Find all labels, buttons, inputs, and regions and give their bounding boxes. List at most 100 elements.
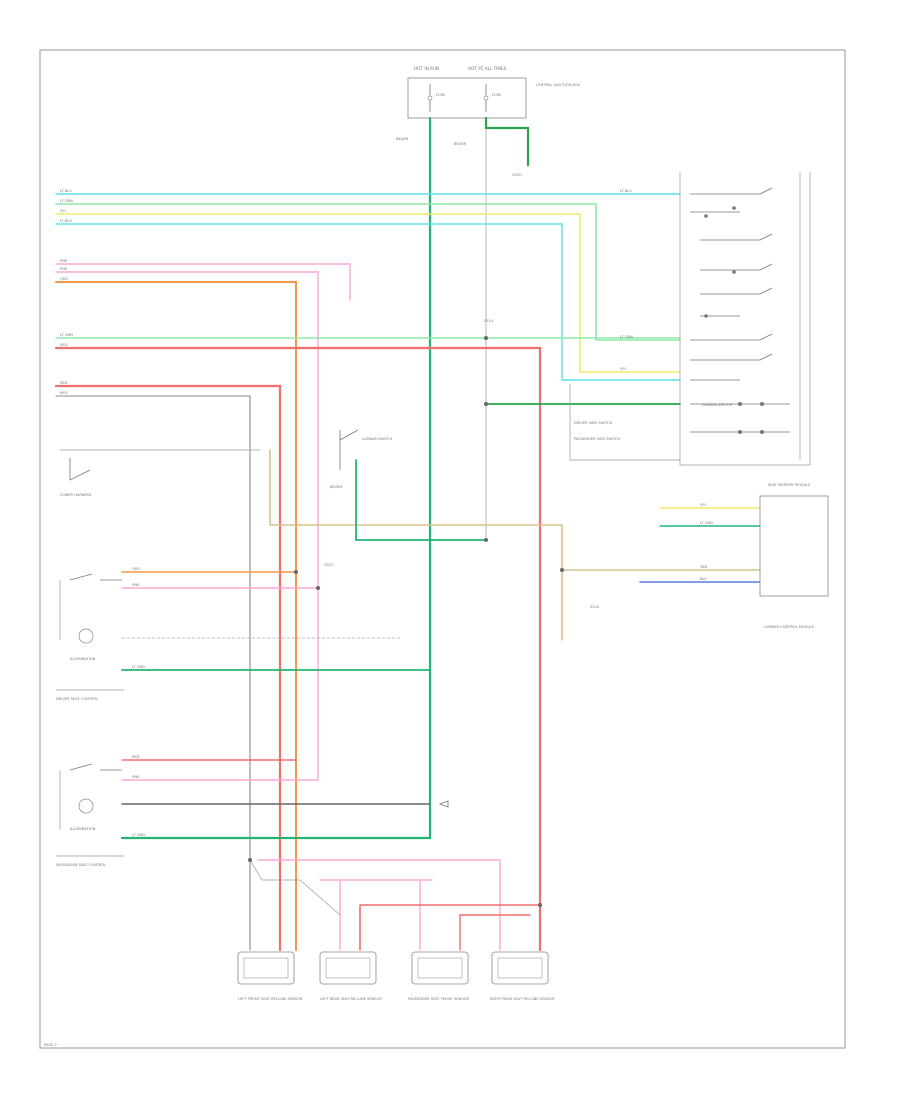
splice-s220-label: S220 — [590, 605, 600, 609]
sensor-1-box — [237, 951, 295, 985]
switch-contacts — [690, 187, 790, 433]
fuse-a-label: FUSE — [436, 93, 446, 97]
wire-green-switch — [355, 459, 487, 541]
splice-s301-label: S301 — [324, 563, 333, 567]
wire-tan — [269, 449, 761, 571]
driver-illum-lamp-icon — [78, 628, 94, 644]
label-ltgrn-module: LT GRN — [700, 521, 713, 525]
sensor-3: PASSENGER SEAT FRONT SENSOR — [408, 951, 469, 1001]
wire-pink-top — [55, 263, 351, 301]
splice-dot-3 — [484, 336, 488, 340]
seat-memory-module-label: SEAT MEMORY MODULE — [768, 483, 811, 487]
label-ltgrn-sw2: LT GRN — [132, 833, 145, 837]
fuse-top-left-label: HOT IN RUN — [414, 66, 439, 71]
label-red-3: RED — [60, 391, 68, 395]
label-ltgrn-1: LT GRN — [60, 199, 73, 203]
label-ltblu-right: LT BLU — [620, 189, 632, 193]
wire-red-bus — [359, 904, 541, 951]
driver-side-switch-label: DRIVER SIDE SWITCH — [574, 421, 613, 425]
wire-pink-bottom — [257, 859, 501, 951]
driver-switch-contact — [69, 573, 122, 581]
lumbar-component-switch — [69, 458, 91, 481]
wires — [54, 116, 761, 952]
seat-sensors: LEFT FRONT SEAT RECLINE SENSOR LEFT REAR… — [237, 951, 555, 1001]
fuse-box: HOT IN RUN HOT AT ALL TIMES CENTRAL JUNC… — [396, 66, 580, 177]
seat-memory-module: SEAT MEMORY MODULE LUMBAR CONTROL MODULE… — [590, 483, 829, 629]
switch-block-right: LUMBAR SWITCH DRIVER SIDE SWITCH PASSENG… — [569, 172, 811, 466]
lumbar-ground-label: BK/WH — [330, 485, 343, 489]
sensor-1-label: LEFT FRONT SEAT RECLINE SENSOR — [238, 997, 303, 1001]
splice-dot-4 — [294, 570, 298, 574]
fuse-wire-label: BK/WH — [396, 137, 409, 141]
sensor-4: RIGHT REAR SEAT RECLINE SENSOR — [490, 951, 555, 1001]
label-yel-right: YEL — [620, 367, 626, 371]
fuse-a-symbol — [427, 95, 433, 101]
label-pnk-1: PNK — [60, 259, 68, 263]
diagram-frame — [39, 49, 846, 1049]
passenger-seat-control-label: PASSENGER SEAT CONTROL — [56, 863, 106, 867]
passenger-illum-lamp-icon — [78, 798, 94, 814]
passenger-arrow-icon — [438, 800, 449, 808]
passenger-illum-label: ILLUMINATION — [70, 827, 96, 831]
lumbar-component: LOWER HARNESS LUMBAR SWITCH BK/WH S210 — [60, 319, 494, 497]
sensor-4-inner — [497, 957, 543, 979]
splice-dot-7 — [248, 858, 252, 862]
sensor-1-inner — [243, 957, 289, 979]
switch-contact-dot-4 — [704, 314, 708, 318]
label-pnk-2: PNK — [60, 267, 68, 271]
page-ref: PAGE 2 — [44, 1043, 57, 1047]
sensor-3-box — [411, 951, 469, 985]
driver-seat-control-label: DRIVER SEAT CONTROL — [56, 697, 98, 701]
sensor-2-box — [319, 951, 377, 985]
label-yel-module: YEL — [700, 503, 706, 507]
wire-red-s4 — [459, 914, 531, 951]
wire-pink-2 — [55, 271, 319, 781]
wire-ltgreen-2 — [55, 203, 681, 341]
fuse-top-right-label: HOT AT ALL TIMES — [468, 66, 507, 71]
fuse-box-outline — [407, 77, 527, 119]
label-ltgrn-right: LT GRN — [620, 335, 633, 339]
seat-memory-module-box — [759, 495, 829, 597]
passenger-side-switch-label: PASSENGER SIDE SWITCH — [574, 437, 621, 441]
sensor-2: LEFT REAR SEAT RECLINE SENSOR — [319, 951, 382, 1001]
label-ltblu-1: LT BLU — [60, 189, 72, 193]
left-labels: LT BLU LT GRN YEL LT BLU PNK PNK ORG LT … — [60, 189, 713, 837]
label-pnk-sw: PNK — [132, 583, 140, 587]
lumbar-switch-symbol — [339, 429, 359, 470]
fuse-b-symbol — [483, 95, 489, 101]
fuse-b-label: FUSE — [492, 93, 502, 97]
lumbar-switch-label: LUMBAR SWITCH — [362, 437, 393, 441]
sensor-4-box — [491, 951, 549, 985]
switch-contact-dot-8 — [760, 430, 764, 434]
label-tan-module: TAN — [699, 565, 707, 569]
wire-green-ground — [484, 116, 530, 167]
wire-orange-long — [55, 281, 297, 951]
switch-contact-dot-3 — [732, 270, 736, 274]
switch-contact-dot-6 — [760, 402, 764, 406]
splice-dot-1 — [484, 402, 488, 406]
label-blu-module: BLU — [700, 577, 707, 581]
label-red-1: RED — [60, 343, 68, 347]
ground-g200-label: G200 — [512, 173, 522, 177]
switch-block-outline — [679, 172, 811, 466]
label-red-2: RED — [60, 381, 68, 385]
lower-harness-label: LOWER HARNESS — [60, 493, 92, 497]
wire-gray-bottom — [249, 859, 341, 916]
label-ltgrn-sw: LT GRN — [132, 665, 145, 669]
sensor-2-label: LEFT REAR SEAT RECLINE SENSOR — [320, 997, 382, 1001]
driver-seat-switch: ILLUMINATION DRIVER SEAT CONTROL S301 — [56, 563, 333, 701]
switch-contact-dot-2 — [732, 206, 736, 210]
splice-dot-5 — [316, 586, 320, 590]
switch-contact-dot-7 — [738, 430, 742, 434]
splice-s210-label: S210 — [484, 319, 494, 323]
wire-red-right — [54, 346, 542, 952]
label-yel-1: YEL — [60, 209, 66, 213]
driver-illum-label: ILLUMINATION — [70, 657, 96, 661]
switch-block-left-bracket — [569, 384, 680, 461]
label-ltblu-2: LT BLU — [60, 219, 72, 223]
wire-gray-left — [55, 395, 251, 951]
label-org-sw: ORG — [132, 567, 140, 571]
wire-green-trunk — [120, 116, 432, 840]
